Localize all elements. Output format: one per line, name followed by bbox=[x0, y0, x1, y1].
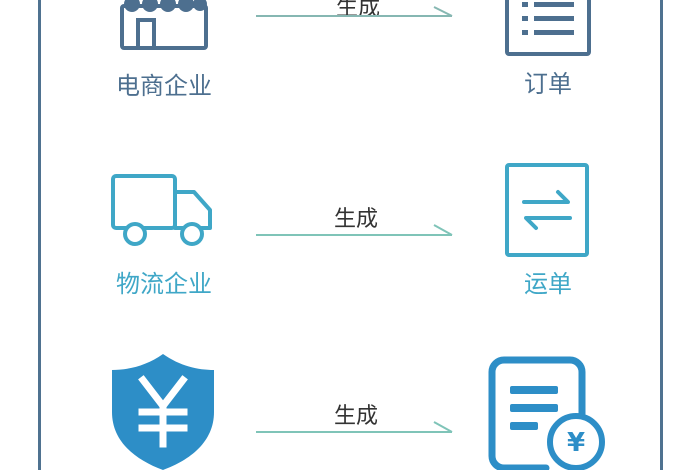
svg-text:¥: ¥ bbox=[567, 428, 585, 458]
arrow-label-row3: 生成 bbox=[333, 404, 378, 429]
arrow-row2 bbox=[256, 224, 453, 236]
arrow-row3 bbox=[256, 421, 453, 433]
store-icon bbox=[120, 0, 208, 50]
right-label-order: 订单 bbox=[524, 70, 572, 98]
truck-icon bbox=[111, 174, 212, 246]
yuan-document-icon: ¥ bbox=[488, 356, 605, 470]
order-list-icon bbox=[505, 0, 591, 56]
right-label-waybill: 运单 bbox=[524, 270, 572, 298]
left-label-logistics: 物流企业 bbox=[116, 270, 212, 298]
exchange-arrows-icon bbox=[505, 163, 589, 257]
frame-right-border bbox=[660, 0, 663, 470]
left-label-ecommerce: 电商企业 bbox=[116, 72, 212, 100]
frame-left-border bbox=[38, 0, 41, 470]
yuan-shield-icon bbox=[112, 354, 214, 470]
arrow-row1 bbox=[256, 6, 453, 17]
arrow-label-row2: 生成 bbox=[333, 207, 378, 232]
